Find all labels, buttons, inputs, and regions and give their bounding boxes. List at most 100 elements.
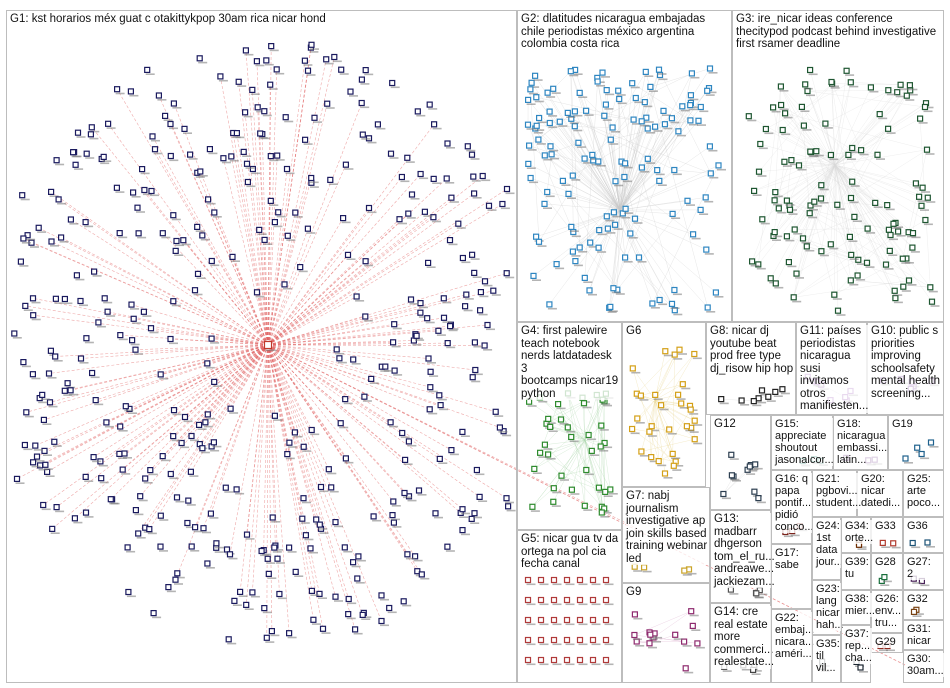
node-shadow [224,491,234,493]
node-avatar [440,314,448,321]
network-node [401,489,412,499]
node-shadow [361,138,371,140]
network-edge [820,164,836,199]
node-shadow [276,562,285,564]
network-node [49,525,60,534]
network-edge [267,124,435,346]
network-node [167,470,179,480]
node-avatar [426,406,433,413]
node-shadow [159,519,169,521]
node-shadow [237,85,247,87]
node-avatar [188,543,195,550]
network-node [124,544,136,553]
network-node [414,108,426,117]
network-edge [641,438,695,452]
network-edge [50,191,269,346]
node-avatar [64,380,71,387]
group-label-g4: G4: first palewire teach notebook nerds … [521,325,621,400]
network-edge [527,124,621,211]
node-avatar [485,202,493,209]
group-label-g2: G2: dlatitudes nicaragua embajadas chile… [521,13,706,51]
group-panel-g25: G25: arte poco... [903,470,944,517]
network-edge [267,176,403,346]
network-node [184,519,195,529]
node-avatar [77,297,84,305]
network-node [125,588,136,598]
network-edge [592,160,621,211]
network-edge [267,178,447,346]
network-edge [267,344,452,451]
network-edge [45,344,269,466]
node-avatar [267,197,274,204]
node-shadow [407,499,417,502]
network-edge [267,344,441,406]
node-shadow [506,509,516,512]
network-edge [135,344,269,350]
network-node [471,510,482,519]
network-edge [619,180,660,211]
network-edge [267,344,321,525]
node-avatar [204,360,211,367]
network-edge [43,344,269,421]
network-edge [173,103,269,346]
network-node [67,387,79,396]
network-node [276,590,287,600]
node-avatar [77,355,85,362]
network-edge [223,158,269,346]
node-shadow [214,546,224,549]
network-edge [619,209,676,311]
network-edge [789,164,836,206]
network-edge [834,164,923,188]
network-edge [807,90,896,299]
node-shadow [180,446,190,449]
node-shadow [148,473,158,476]
network-edge [93,344,269,458]
network-edge [567,393,587,471]
network-node [135,530,146,539]
network-edge [584,439,606,492]
group-panel-g32: G32 [903,590,944,620]
network-edge [775,164,836,284]
network-edge [632,82,691,121]
group-label-g11: G11: países periodistas nicaragua susi i… [800,325,869,413]
network-edge [267,44,312,346]
group-label-g37: G37: rep... cha... [845,628,872,664]
node-avatar [29,371,36,378]
network-edge [43,344,269,506]
node-shadow [471,380,481,383]
network-node [459,428,470,437]
node-shadow [250,595,260,598]
network-edge [619,146,711,211]
network-node [57,234,69,243]
group-panel-g7: G7: nabj journalism investigative ap joi… [622,487,710,583]
node-avatar [235,78,242,85]
network-edge [634,610,692,636]
node-shadow [143,482,153,484]
network-node [265,570,277,579]
network-edge [550,426,586,441]
node-shadow [487,209,497,211]
group-label-g36: G36 [907,520,928,532]
node-avatar [67,387,74,394]
node-avatar [313,516,320,523]
network-edge [267,344,463,510]
network-edge [550,146,621,211]
node-shadow [138,499,148,502]
node-avatar [283,165,291,173]
group-label-g16: G16: q papa pontif... pidió conco... [775,473,814,533]
network-edge [807,90,911,92]
network-edge [553,439,586,502]
network-node [267,197,279,206]
network-node [444,543,455,552]
network-edge [802,164,836,239]
network-edge [780,86,858,276]
network-edge [547,191,621,211]
network-edge [851,181,868,229]
network-edge [834,164,836,295]
node-avatar [116,230,123,237]
group-label-g32: G32 [907,593,928,605]
network-edge [267,344,313,591]
node-avatar [57,234,65,241]
network-node [316,590,327,599]
